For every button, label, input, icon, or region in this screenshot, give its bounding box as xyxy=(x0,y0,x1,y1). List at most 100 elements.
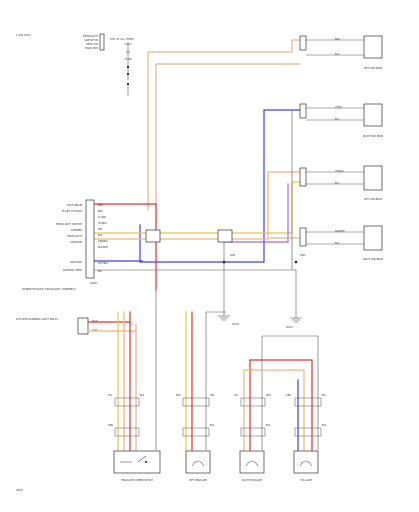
ground-g101: G101 xyxy=(286,300,302,329)
bottom-pin-10: ORN xyxy=(286,394,291,397)
headlamp-1-pin2: BLK xyxy=(335,53,340,56)
module-input-3: HEADLIGHT SWITCH xyxy=(56,222,82,226)
top-block-line-2: SWITCH IN xyxy=(84,38,98,42)
bottom-pin-12: BLK xyxy=(322,424,327,427)
ground-g101-label: G101 xyxy=(286,325,293,329)
headlamp-3: YEL/BLK BLK LEFT LOW BEAM xyxy=(299,165,383,201)
headlamp-2-lamp xyxy=(363,103,383,127)
headlamp-2-pin1: LT BLU xyxy=(335,106,343,109)
headlamp-2-label: RIGHT HIGH BEAM xyxy=(363,135,383,138)
power-module-connector xyxy=(85,199,95,279)
relay-title: DAYTIME RUNNING LIGHT RELAY xyxy=(16,317,58,321)
bottom-module-4-label: FOG LAMP xyxy=(300,479,312,482)
bottom-module-3: RIGHT HEADLAMP xyxy=(239,450,265,482)
wire-purple xyxy=(223,183,289,243)
left-headlamp-box xyxy=(185,450,211,474)
power-module: HIGH BEAM FLASH TO PASS HEADLIGHT SWITCH… xyxy=(22,199,109,291)
headlamp-2-connector xyxy=(299,103,307,119)
module-input-6: IGNITION xyxy=(70,240,82,244)
bottom-module-2: LEFT HEADLAMP xyxy=(185,450,211,482)
bundle-connector-ticks xyxy=(114,397,322,437)
wire-orange-top xyxy=(147,39,301,211)
mid-connectors xyxy=(145,229,298,264)
module-lower-input-2: BATTERY FEED xyxy=(63,268,82,272)
headlamp-3-label: LEFT LOW BEAM xyxy=(364,198,382,201)
wire-blue-main xyxy=(139,109,301,263)
top-block-line-4: PARK POS xyxy=(85,46,98,50)
module-pin-8: BLK/WHT xyxy=(98,246,109,249)
module-pin-6: BLK xyxy=(98,234,103,237)
mid-connector-b xyxy=(217,229,233,243)
module-lower-input-1: GROUND xyxy=(70,260,82,264)
module-pin-5: TAN xyxy=(98,228,103,231)
headlamp-4-connector xyxy=(299,227,307,247)
headlamp-1-label: LEFT HIGH BEAM xyxy=(364,67,383,70)
bottom-pin-3: ORN xyxy=(108,424,113,427)
trunk-wires xyxy=(89,39,301,300)
headlamp-4-pin1: TAN/RED xyxy=(335,230,345,233)
top-label-block: HOT AT ALL TIMES HEADLIGHT SWITCH IN HEA… xyxy=(83,33,134,61)
bottom-pin-2: BLK xyxy=(140,394,145,397)
splice-s202-label: S202 xyxy=(300,254,306,257)
headlamp-1: BRN BLK LEFT HIGH BEAM xyxy=(299,35,383,70)
module-input-2: FLASH TO PASS xyxy=(62,209,82,213)
headlamp-3-connector xyxy=(299,167,307,187)
bottom-module-1: HEADLIGHT DIMMER SWITCH xyxy=(113,450,161,482)
module-input-4: DIMMER xyxy=(71,228,82,232)
mid-connector-a xyxy=(145,229,161,243)
bottom-pin-1: YEL xyxy=(108,394,113,397)
headlamp-3-lamp xyxy=(363,165,383,191)
ground-g100-label: G100 xyxy=(232,322,239,326)
right-headlamp-box xyxy=(239,450,265,474)
fuse-label: FUSE xyxy=(125,57,132,61)
wire-tan-upper xyxy=(155,63,301,213)
diagram-footer: 4935 xyxy=(16,488,23,492)
dimmer-switch-box xyxy=(113,450,161,474)
headlamp-2: LT BLU BLK RIGHT HIGH BEAM xyxy=(299,103,383,138)
fog-lamp-box xyxy=(293,450,319,474)
splice-dot-1 xyxy=(294,260,298,264)
headlamp-3-pin2: BLK xyxy=(335,182,340,185)
bottom-pin-7: YEL xyxy=(234,394,239,397)
headlamp-4-label: RIGHT LOW BEAM xyxy=(363,258,383,261)
bottom-pin-8: RED xyxy=(266,394,271,397)
relay-connector xyxy=(77,317,89,335)
module-pin-2: RED xyxy=(98,210,103,213)
bottom-module-2-label: LEFT HEADLAMP xyxy=(189,479,208,482)
module-pin-9: WHT/BLU xyxy=(98,262,108,265)
module-input-1: HIGH BEAM xyxy=(67,203,82,207)
bottom-module-3-label: RIGHT HEADLAMP xyxy=(242,479,262,482)
top-block-line-3: HEAD OR xyxy=(86,42,98,46)
module-pin-3: LT GRN xyxy=(98,216,106,219)
headlamp-1-pin1: BRN xyxy=(335,38,340,41)
bottom-pin-6: BLK xyxy=(210,424,215,427)
module-pin-10: BLU xyxy=(98,270,103,273)
bottom-module-4: FOG LAMP xyxy=(293,450,319,482)
module-pin-7: ORN/BLK xyxy=(98,240,108,243)
switch-feed xyxy=(124,42,132,96)
headlamp-4: TAN/RED BLK RIGHT LOW BEAM xyxy=(299,225,383,261)
wire-red-main xyxy=(89,203,157,291)
bottom-pin-11: BLU xyxy=(322,394,327,397)
power-module-ground-label: G200 xyxy=(90,281,97,285)
bottom-module-1-label: HEADLIGHT DIMMER SWITCH xyxy=(121,479,153,482)
module-pin-4: YEL/BLK xyxy=(98,222,107,225)
top-block-line-1: HEADLIGHT xyxy=(83,34,99,38)
bottom-pin-9: BLK xyxy=(266,424,271,427)
ground-g100: G100 xyxy=(218,300,239,326)
bottom-pin-4: RED xyxy=(176,394,181,397)
module-pin-1: BRN xyxy=(98,204,103,207)
power-module-caption: POWER MODULE (HEADLIGHT ASSEMBLY) xyxy=(22,287,76,291)
relay-block: DAYTIME RUNNING LIGHT RELAY HIGH LOW xyxy=(16,317,137,335)
splice-dot-2 xyxy=(222,260,226,264)
headlamp-4-pin2: BLK xyxy=(335,242,340,245)
diagram-header: 1 992 6701 xyxy=(16,33,31,37)
module-input-5: HEADLIGHT xyxy=(67,234,83,238)
headlamp-1-lamp xyxy=(363,35,383,59)
wire-black-1 xyxy=(90,269,297,300)
headlight-switch-contact xyxy=(99,33,105,51)
bottom-pin-labels: YEL BLK ORN RED TAN BLK YEL RED BLK ORN … xyxy=(108,394,327,427)
headlamp-4-lamp xyxy=(363,225,383,251)
headlamp-2-pin2: BLK xyxy=(335,118,340,121)
